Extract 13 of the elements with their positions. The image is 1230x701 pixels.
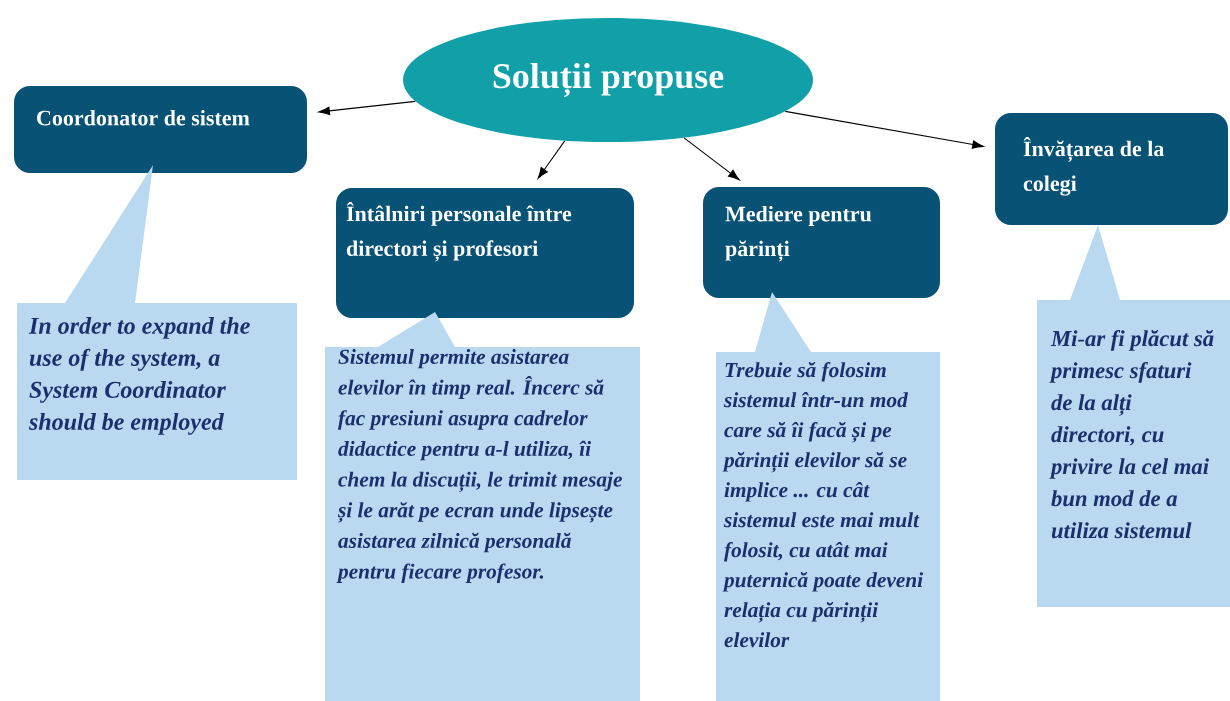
callout-box: In order to expand the use of the system, a System Coordinator should be employed: [17, 165, 297, 480]
arrow: [683, 137, 740, 181]
callout-box: Trebuie să folosim sistemul într-un mod care să îi facă și pe părinții elevilor să se implice ... cu cât sistemul este mai mult folosit, cu atât mai puternică poate deveni relația cu părinții elevilor: [716, 292, 940, 701]
topic-box: Mediere pentru părinți: [703, 187, 940, 298]
arrow: [784, 110, 984, 149]
topic-box: Învățarea de la colegi: [995, 113, 1228, 225]
arrow: [537, 140, 566, 179]
arrow: [318, 100, 416, 116]
topic-box: Întâlniri personale între directori și profesori: [336, 188, 634, 318]
callout-box: Mi-ar fi plăcut să primesc sfaturi de la alți directori, cu privire la cel mai bun mod de a utiliza sistemul: [1037, 225, 1230, 607]
callout-box: Sistemul permite asistarea elevilor în timp real. Încerc să fac presiuni asupra cadrelor didactice pentru a-l utiliza, îi chem la discuții, le trimit mesaje și le arăt pe ecran unde lipsește asistarea zilnică personală pentru fiecare profesor.: [325, 312, 640, 701]
topic-box: Coordonator de sistem: [14, 86, 307, 173]
title-oval: Soluții propuse: [403, 18, 813, 142]
